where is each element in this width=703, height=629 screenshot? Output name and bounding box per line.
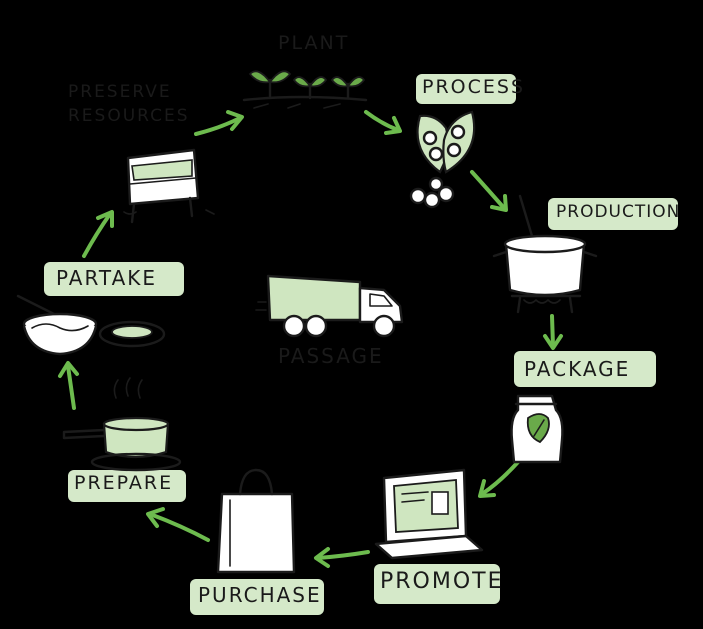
arrow-purchase-to-prepare [146, 507, 210, 542]
arrow-partake-to-preserve [82, 210, 114, 258]
arrow-preserve-to-plant [194, 110, 244, 136]
label-passage: PASSAGE [278, 344, 384, 368]
jar-icon [510, 394, 564, 464]
bowl-and-plate-icon [16, 294, 166, 356]
pea-pod-icon [409, 110, 476, 209]
label-preserve-line2: RESOURCES [68, 105, 190, 126]
arrow-promote-to-purchase [314, 547, 370, 568]
label-package: PACKAGE [524, 357, 631, 381]
cooking-pot-icon [492, 194, 598, 314]
truck-icon [255, 274, 404, 338]
compost-bin-icon [123, 148, 215, 224]
label-production: PRODUCTION [556, 202, 681, 222]
label-highlights [44, 74, 678, 615]
cycle-arrows [58, 110, 563, 568]
arrow-package-to-promote [478, 460, 520, 498]
arrow-plant-to-process [364, 110, 402, 135]
label-prepare: PREPARE [74, 472, 174, 494]
arrow-process-to-production [470, 170, 508, 212]
arrow-prepare-to-partake [58, 361, 79, 410]
label-partake: PARTAKE [56, 266, 158, 290]
seedlings-icon [242, 70, 368, 109]
label-purchase: PURCHASE [198, 583, 322, 607]
arrow-production-to-package [543, 314, 563, 350]
label-promote: PROMOTE [380, 569, 504, 594]
shopping-bag-icon [216, 468, 296, 574]
saucepan-icon [62, 377, 182, 472]
label-preserve-line1: PRESERVE [68, 82, 172, 102]
label-process: PROCESS [422, 76, 526, 98]
laptop-icon [374, 468, 484, 560]
label-plant: PLANT [278, 32, 350, 54]
label-preserve-resources: PRESERVE RESOURCES [68, 82, 190, 126]
